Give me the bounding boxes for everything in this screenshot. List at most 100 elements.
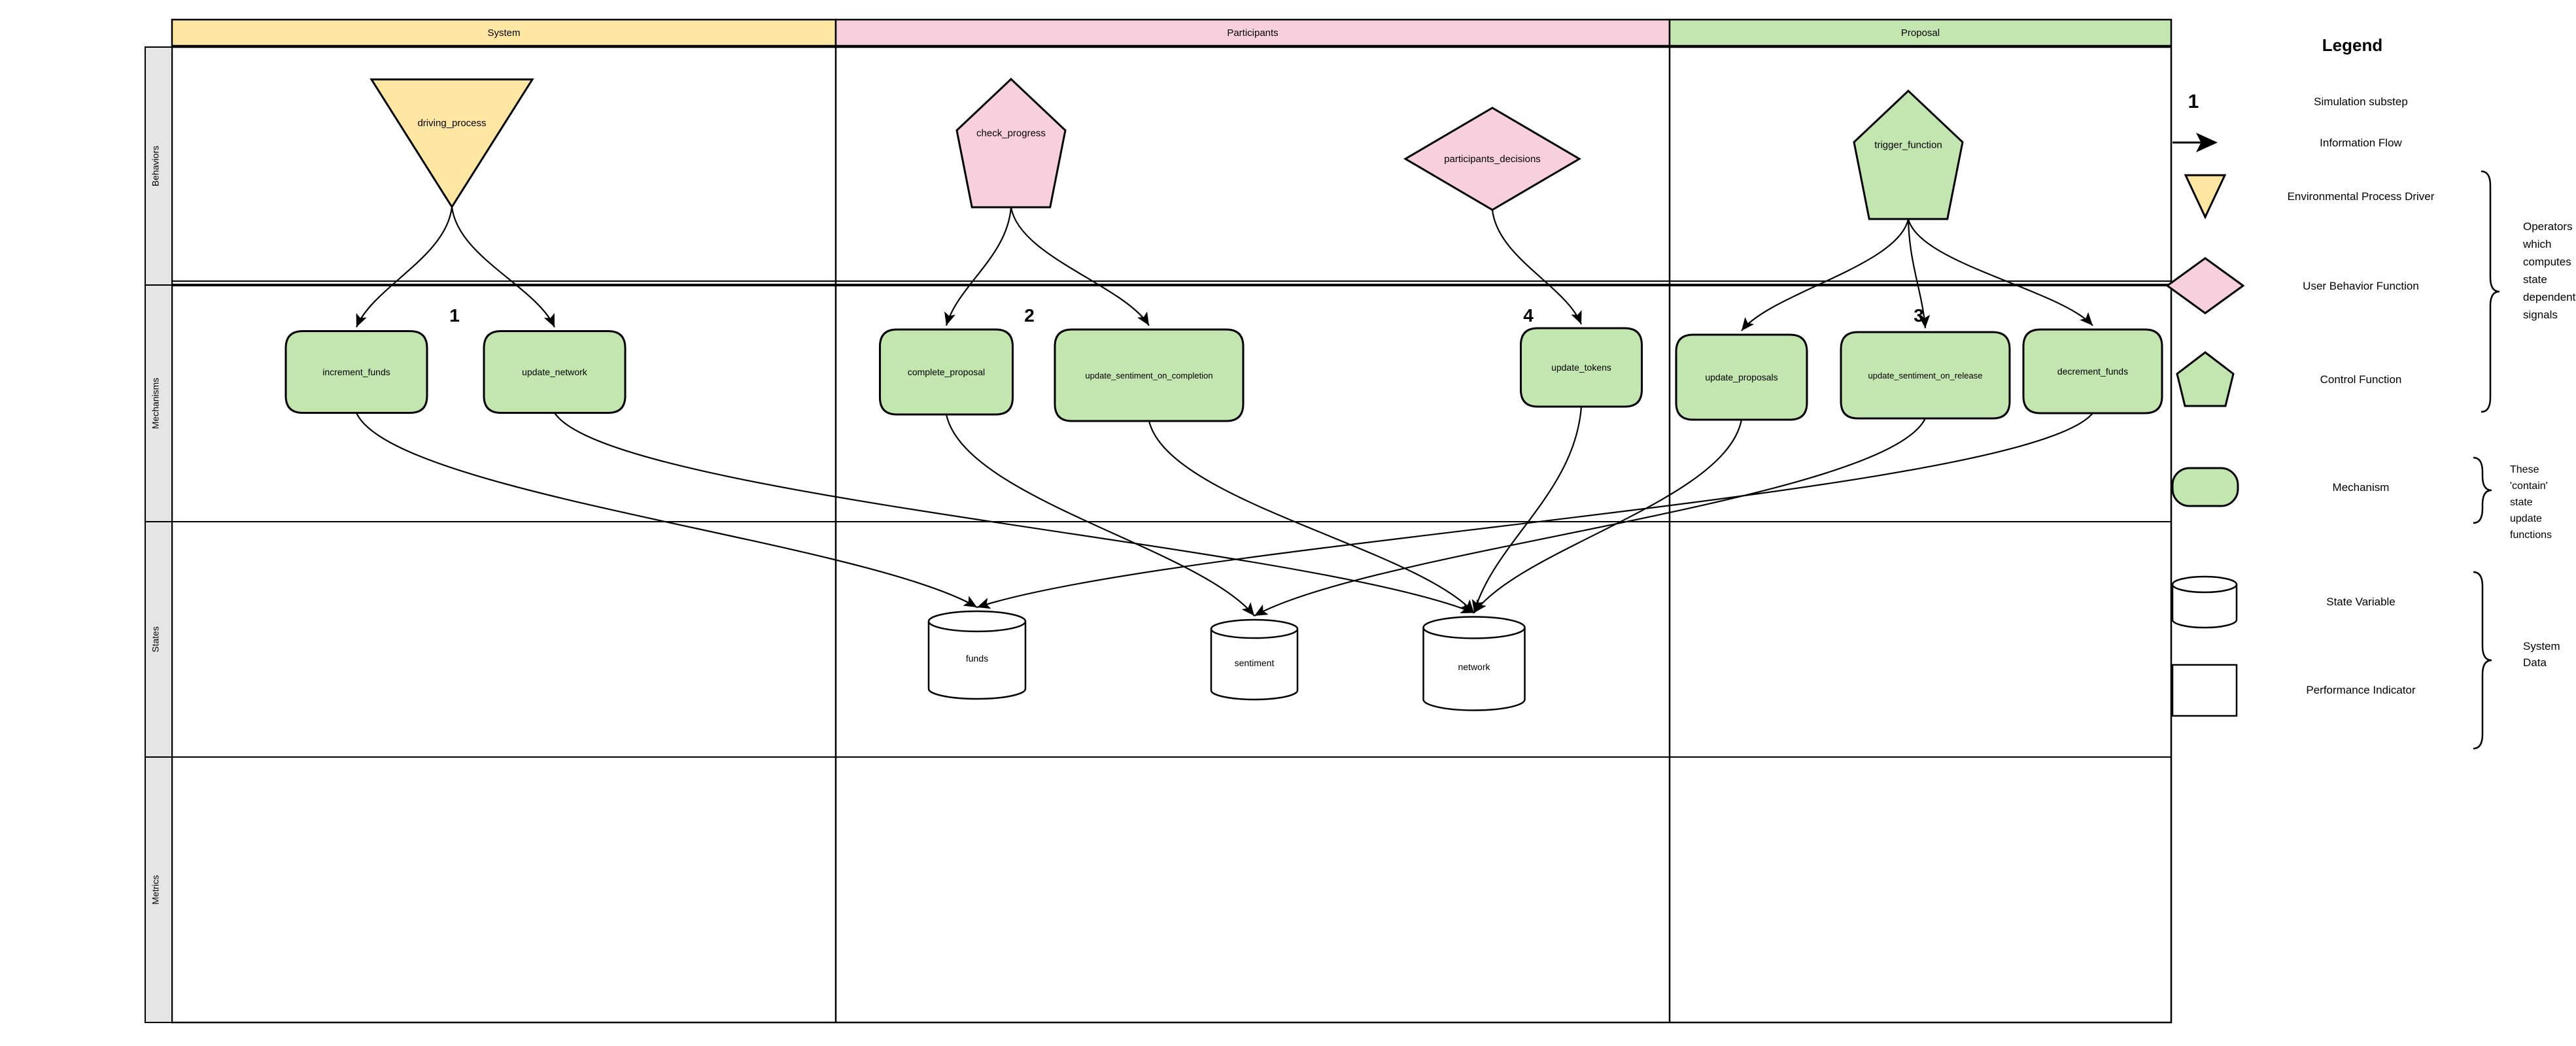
- state-label-funds: funds: [966, 653, 988, 664]
- legend-label-user-behavior: User Behavior Function: [2303, 280, 2419, 292]
- legend-brace-line: state: [2523, 273, 2547, 286]
- substep-number-4: 4: [1523, 305, 1534, 326]
- state-label-sentiment: sentiment: [1235, 658, 1275, 668]
- legend-label-flow: Information Flow: [2320, 137, 2402, 149]
- user-behavior-function-icon: [2165, 257, 2245, 314]
- legend-item-user-behavior: User Behavior Function: [2165, 257, 2419, 314]
- mechanism-node-complete_proposal[interactable]: [879, 328, 1014, 416]
- legend-label-control-fn: Control Function: [2320, 373, 2402, 386]
- edge-decrement_funds-to-funds: [976, 413, 2093, 609]
- legend-brace-line: These: [2510, 464, 2539, 475]
- behavior-label-check_progress: check_progress: [976, 127, 1046, 139]
- edge-update_network-to-network: [554, 412, 1475, 614]
- row-label-metrics: Metrics: [150, 875, 161, 904]
- legend-item-state-variable: State Variable: [2171, 575, 2396, 629]
- legend-brace-line: 'contain': [2510, 481, 2548, 492]
- column-header-system: [171, 18, 837, 47]
- column-header-label-system: System: [487, 27, 520, 39]
- performance-indicator-icon: [2171, 664, 2238, 717]
- control-function-icon: [2176, 351, 2235, 407]
- legend-label-env-driver: Environmental Process Driver: [2288, 190, 2435, 203]
- substep-number-1: 1: [449, 305, 460, 326]
- substep-number-layer: 1 2 4 3: [449, 305, 1924, 326]
- edge-participants_decisions-to-update_tokens: [1491, 209, 1583, 325]
- legend-item-mechanism: Mechanism: [2171, 467, 2390, 507]
- mechanism-node-update_network[interactable]: [483, 330, 627, 414]
- mechanism-node-update_sentiment_on_completion[interactable]: [1054, 328, 1245, 422]
- legend-label-performance-indicator: Performance Indicator: [2306, 684, 2416, 696]
- edge-complete_proposal-to-sentiment: [945, 414, 1255, 616]
- mechanism-node-decrement_funds[interactable]: [2022, 328, 2163, 414]
- row-label-states: States: [150, 626, 161, 652]
- legend-label-state-variable: State Variable: [2326, 596, 2396, 608]
- legend-label-substep: Simulation substep: [2314, 95, 2408, 108]
- edge-trigger_function-to-update_sentiment_on_release: [1907, 218, 1931, 329]
- mechanism-node-update_sentiment_on_release[interactable]: [1840, 331, 2011, 420]
- behavior-node-check_progress[interactable]: [955, 77, 1067, 209]
- legend-label-mechanism: Mechanism: [2333, 481, 2390, 494]
- behavior-node-participants_decisions[interactable]: [1403, 107, 1581, 211]
- edge-check_progress-to-complete_proposal: [944, 207, 1012, 326]
- row-label-mechanisms: Mechanisms: [150, 378, 161, 430]
- behavior-node-trigger_function[interactable]: [1853, 89, 1964, 220]
- legend-substep-number: 1: [2188, 91, 2199, 112]
- legend-item-env-driver: Environmental Process Driver: [2184, 174, 2435, 220]
- substep-number-2: 2: [1024, 305, 1035, 326]
- legend-item-performance-indicator: Performance Indicator: [2171, 664, 2416, 717]
- mechanism-label-update_proposals: update_proposals: [1705, 372, 1777, 382]
- mechanism-node-increment_funds[interactable]: [284, 330, 428, 414]
- mechanism-label-update_sentiment_on_release: update_sentiment_on_release: [1868, 371, 1983, 380]
- legend-brace-line: System: [2523, 640, 2560, 652]
- legend-brace-mechanism-brace: These 'contain' state update functions: [2473, 456, 2552, 541]
- legend-item-substep: 1 Simulation substep: [2188, 91, 2408, 112]
- mechanism-icon: [2171, 467, 2239, 507]
- row-label-cell-states: [145, 521, 173, 758]
- brace-curve-data-brace: [2473, 571, 2492, 750]
- behavior-node-driving_process[interactable]: [369, 78, 534, 209]
- column-header-proposal: [1668, 18, 2172, 47]
- mechanism-label-increment_funds: increment_funds: [322, 367, 390, 377]
- legend-brace-line: dependent: [2523, 291, 2576, 303]
- edge-update_sentiment_on_release-to-sentiment: [1254, 418, 1926, 616]
- edge-update_tokens-to-network: [1471, 406, 1583, 613]
- mechanism-label-update_sentiment_on_completion: update_sentiment_on_completion: [1085, 371, 1212, 380]
- mechanism-node-update_proposals[interactable]: [1675, 333, 1808, 421]
- state-node-network[interactable]: [1422, 616, 1526, 711]
- legend-item-flow: Information Flow: [2172, 133, 2403, 152]
- legend-brace-line: computes: [2523, 256, 2571, 268]
- mechanism-label-update_tokens: update_tokens: [1551, 362, 1611, 373]
- behavior-label-participants_decisions: participants_decisions: [1444, 154, 1541, 165]
- brace-curve-behavior-brace: [2481, 170, 2500, 413]
- edge-increment_funds-to-funds: [356, 413, 978, 608]
- edge-update_proposals-to-network: [1473, 419, 1743, 614]
- legend-brace-line: functions: [2510, 530, 2552, 541]
- legend-brace-behavior-brace: Operatorswhichcomputesstatedependentsign…: [2481, 170, 2576, 413]
- mechanism-node-update_tokens[interactable]: [1520, 327, 1643, 408]
- row-label-behaviors: Behaviors: [150, 146, 161, 186]
- edge-update_sentiment_on_completion-to-network: [1148, 420, 1475, 614]
- behavior-label-driving_process: driving_process: [417, 118, 486, 129]
- environmental-process-driver-icon: [2184, 174, 2227, 220]
- state-variable-icon: [2171, 575, 2238, 629]
- brace-curve-mechanism-brace: [2473, 456, 2492, 524]
- state-node-sentiment[interactable]: [1210, 618, 1299, 701]
- legend-brace-line: state: [2510, 497, 2533, 508]
- edge-check_progress-to-update_sentiment_on_completion: [1010, 207, 1150, 326]
- edge-trigger_function-to-decrement_funds: [1907, 218, 2093, 326]
- legend-brace-line: Operators: [2523, 220, 2573, 233]
- state-node-funds[interactable]: [927, 610, 1027, 700]
- substep-number-3: 3: [1914, 305, 1924, 326]
- legend-brace-line: signals: [2523, 309, 2558, 321]
- legend-brace-line: update: [2510, 513, 2542, 524]
- column-header-participants: [834, 18, 1671, 47]
- edge-trigger_function-to-update_proposals: [1741, 218, 1910, 331]
- mechanism-label-update_network: update_network: [522, 367, 588, 377]
- node-layer: driving_process check_progress participant…: [284, 77, 2163, 711]
- edge-driving_process-to-update_network: [451, 207, 556, 328]
- mechanism-label-decrement_funds: decrement_funds: [2057, 366, 2128, 377]
- edge-driving_process-to-increment_funds: [355, 207, 453, 328]
